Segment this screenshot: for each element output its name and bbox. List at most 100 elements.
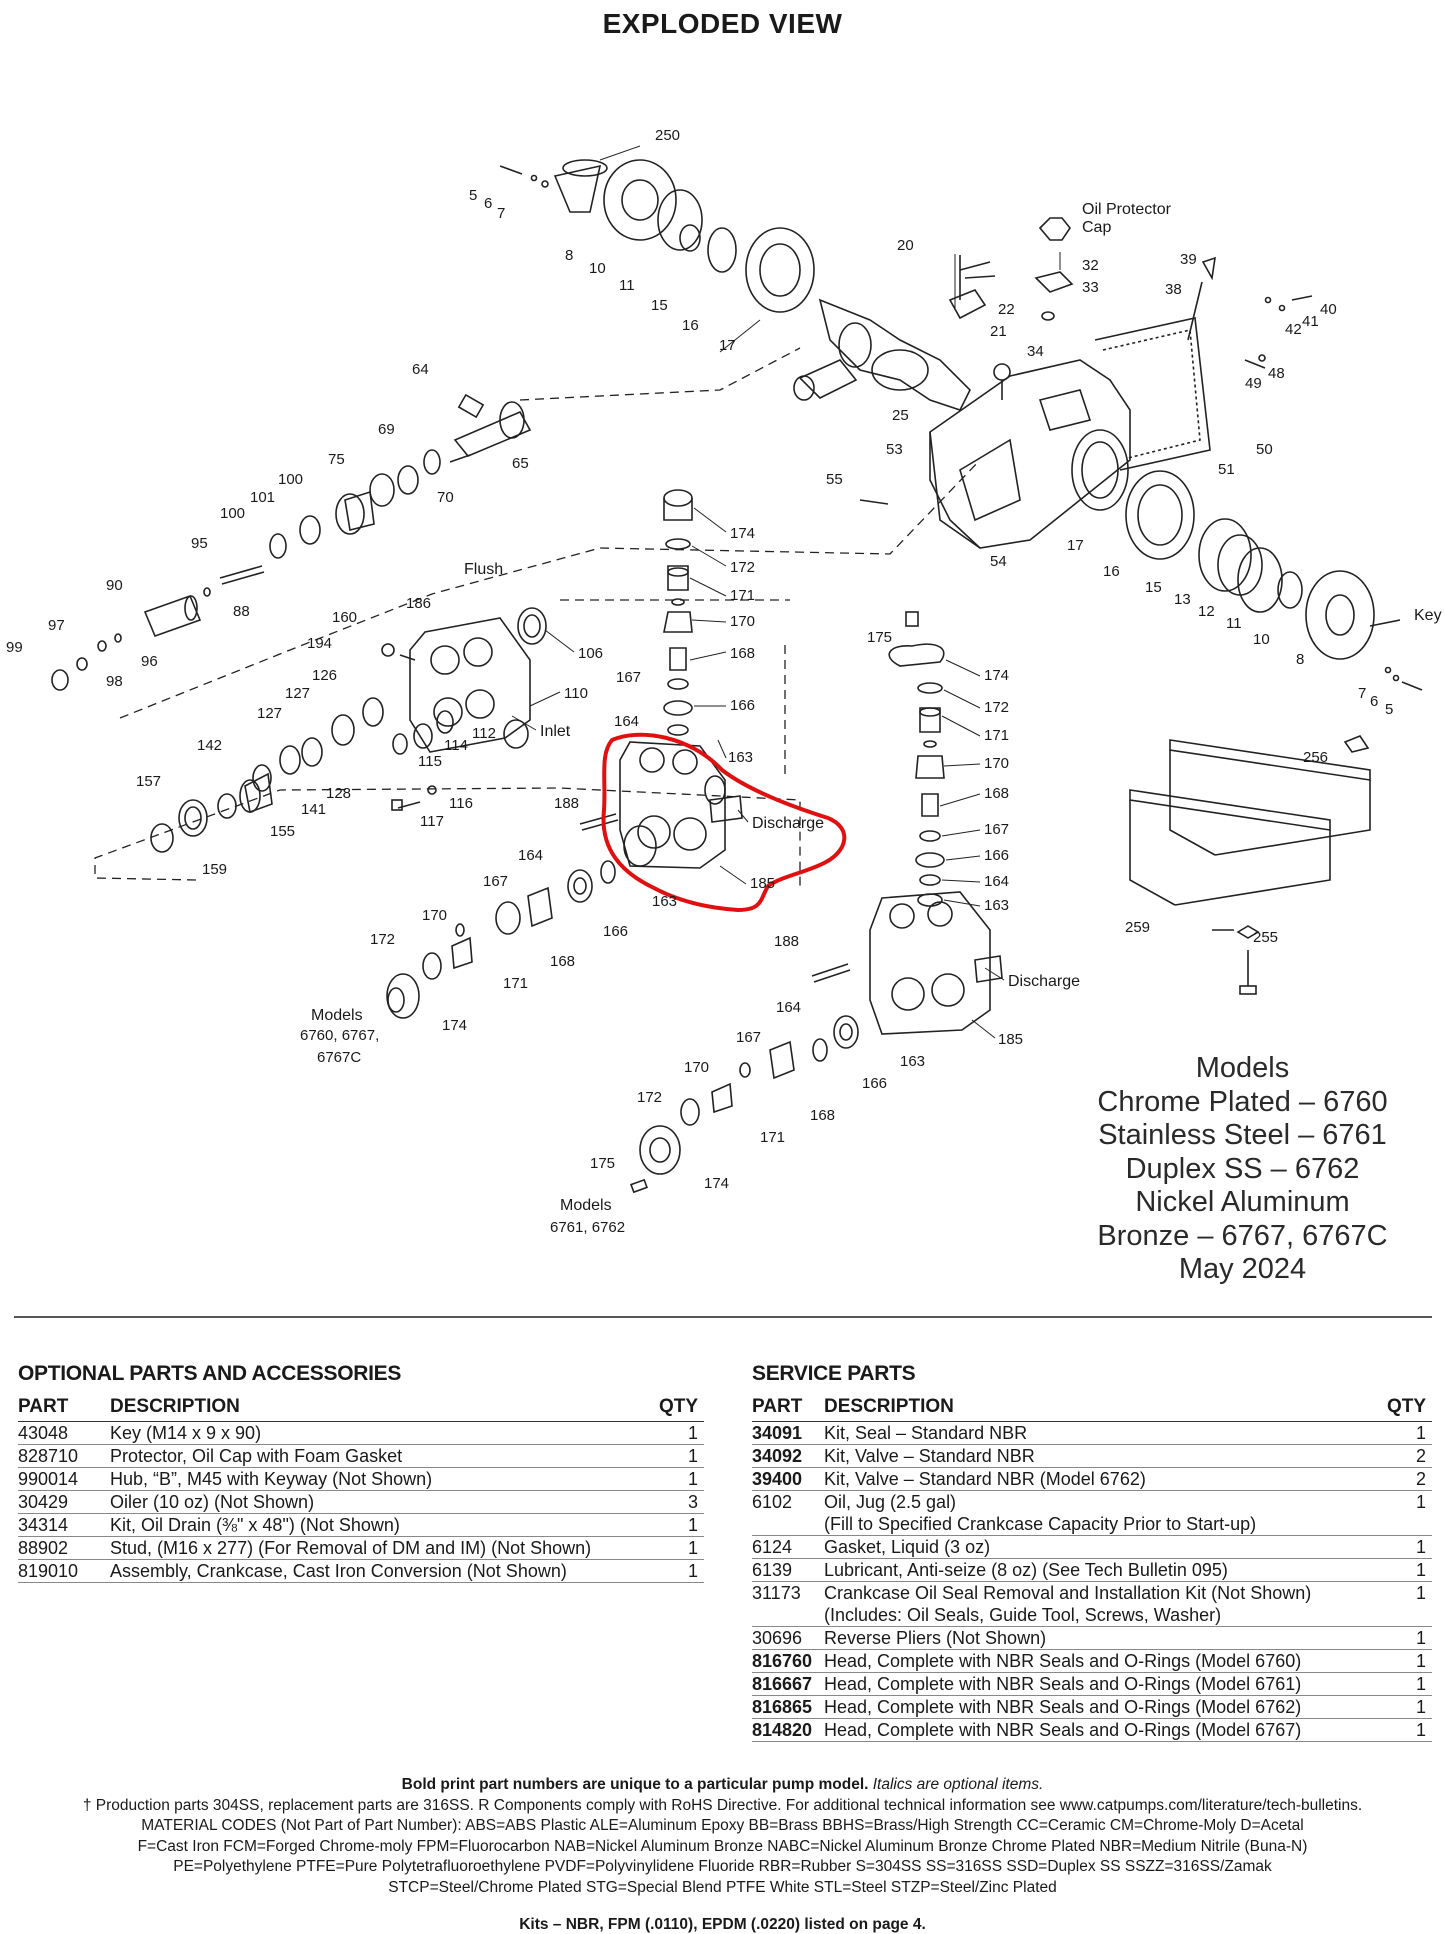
crankcase	[859, 217, 1423, 753]
part-qty: 1	[1382, 1672, 1432, 1696]
part-number: 6124	[752, 1535, 824, 1559]
part-number: 828710	[18, 1444, 110, 1468]
part-qty: 1	[1382, 1695, 1432, 1719]
part-callout: 51	[1218, 461, 1235, 478]
part-callout: 110	[564, 685, 588, 702]
part-qty: 1	[644, 1421, 704, 1445]
part-callout: 255	[1253, 929, 1278, 946]
part-callout: 164	[518, 847, 543, 864]
part-callout: 172	[984, 699, 1009, 716]
part-qty: 1	[644, 1559, 704, 1583]
part-callout: 100	[278, 471, 303, 488]
part-callout: 17	[719, 337, 736, 354]
part-callout: 98	[106, 673, 123, 690]
part-callout: 174	[730, 525, 755, 542]
part-description-line: Head, Complete with NBR Seals and O-Ring…	[824, 1651, 1302, 1671]
part-callout: 25	[892, 407, 909, 424]
col-qty: QTY	[1382, 1396, 1432, 1422]
part-callout: 75	[328, 451, 345, 468]
material-codes-line-4: STCP=Steel/Chrome Plated STG=Special Ble…	[388, 1878, 1057, 1896]
part-callout: 112	[472, 725, 496, 742]
part-callout: 155	[270, 823, 295, 840]
part-callout: 163	[984, 897, 1009, 914]
models-line: Models	[1195, 1052, 1290, 1084]
part-callout: 166	[862, 1075, 887, 1092]
part-description: Crankcase Oil Seal Removal and Installat…	[824, 1581, 1382, 1627]
part-callout: 95	[191, 535, 208, 552]
footnotes: Bold print part numbers are unique to a …	[40, 1775, 1405, 1898]
col-qty: QTY	[644, 1396, 704, 1422]
part-number: 6102	[752, 1490, 824, 1536]
part-callout: 159	[202, 861, 227, 878]
part-callout: 40	[1320, 301, 1337, 318]
valve-stack-right	[888, 611, 945, 907]
part-callout: 167	[984, 821, 1009, 838]
part-description: Kit, Valve – Standard NBR	[824, 1444, 1382, 1468]
part-description: Key (M14 x 9 x 90)	[110, 1421, 644, 1445]
part-description-line: Lubricant, Anti-seize (8 oz) (See Tech B…	[824, 1560, 1228, 1580]
red-annotation-outline	[601, 732, 847, 912]
part-qty: 1	[644, 1467, 704, 1491]
col-description: DESCRIPTION	[824, 1396, 1382, 1422]
part-description-line: (Includes: Oil Seals, Guide Tool, Screws…	[824, 1605, 1222, 1625]
part-callout: 175	[867, 629, 892, 646]
part-callout: 11	[1226, 615, 1242, 632]
part-description: Head, Complete with NBR Seals and O-Ring…	[824, 1672, 1382, 1696]
part-callout: 157	[136, 773, 161, 790]
part-callout: 16	[682, 317, 699, 334]
part-callout: 188	[774, 933, 799, 950]
part-callout: 127	[257, 705, 282, 722]
part-callout: 101	[250, 489, 275, 506]
part-callout: 194	[307, 635, 332, 652]
part-description: Lubricant, Anti-seize (8 oz) (See Tech B…	[824, 1558, 1382, 1582]
part-qty: 1	[1382, 1626, 1432, 1650]
part-callout: 168	[550, 953, 575, 970]
part-callout: 69	[378, 421, 395, 438]
part-callout: 96	[141, 653, 158, 670]
part-callout: 70	[437, 489, 454, 506]
part-callout: 8	[1296, 651, 1304, 668]
material-codes-line-2: F=Cast Iron FCM=Forged Chrome-moly FPM=F…	[137, 1837, 1308, 1855]
part-callout: 141	[301, 801, 326, 818]
part-callout: 250	[655, 127, 680, 144]
part-description-line: Head, Complete with NBR Seals and O-Ring…	[824, 1674, 1302, 1694]
part-callout: 170	[684, 1059, 709, 1076]
models-line: Duplex SS – 6762	[1125, 1152, 1360, 1185]
part-callout: 185	[998, 1031, 1023, 1048]
part-description: Reverse Pliers (Not Shown)	[824, 1626, 1382, 1650]
part-callout: 115	[418, 753, 442, 770]
part-callout: 117	[420, 813, 444, 830]
part-number: 34091	[752, 1421, 824, 1445]
part-callout: Flush	[464, 561, 503, 578]
part-number: 88902	[18, 1536, 110, 1560]
part-number: 39400	[752, 1467, 824, 1491]
models-line: Stainless Steel – 6761	[1098, 1119, 1387, 1151]
part-callout: 188	[554, 795, 579, 812]
part-qty: 1	[644, 1536, 704, 1560]
part-description-line: Head, Complete with NBR Seals and O-Ring…	[824, 1720, 1302, 1740]
part-callout: 174	[442, 1017, 467, 1034]
part-callout: 55	[826, 471, 843, 488]
part-callout: 6760, 6767,	[300, 1027, 379, 1044]
part-description: Oil, Jug (2.5 gal)(Fill to Specified Cra…	[824, 1490, 1382, 1536]
part-callout: 172	[637, 1089, 662, 1106]
part-callout: 34	[1027, 343, 1044, 360]
part-callout: 10	[1253, 631, 1270, 648]
part-callout: 15	[651, 297, 668, 314]
section-divider	[14, 1316, 1432, 1318]
part-callout: 16	[1103, 563, 1120, 580]
part-callout: 168	[810, 1107, 835, 1124]
